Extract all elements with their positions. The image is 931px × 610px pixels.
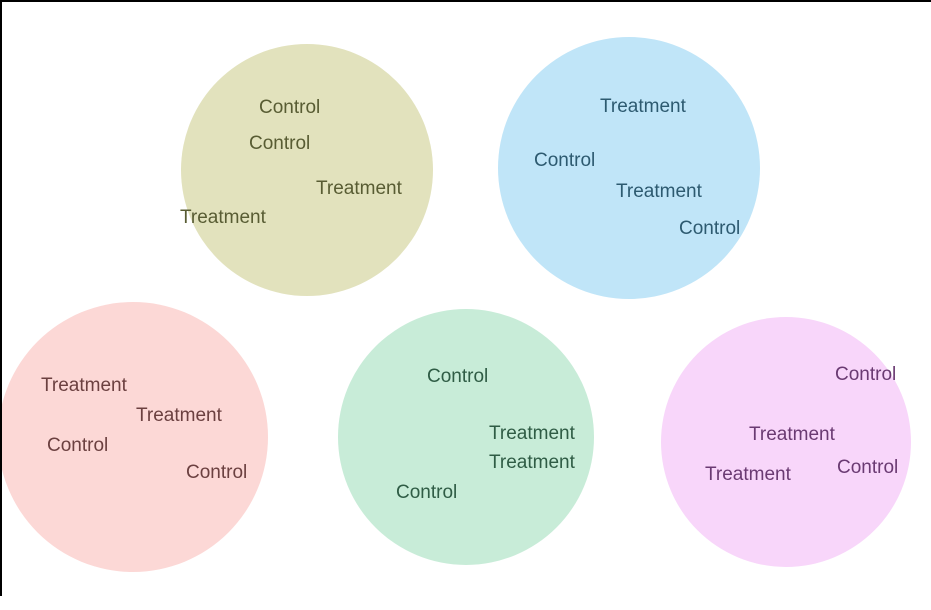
cluster-olive: [181, 44, 433, 296]
cluster-word-label: Control: [679, 218, 741, 239]
cluster-word-label: Control: [259, 97, 321, 118]
cluster-pink: [0, 302, 268, 572]
cluster-word-label: Treatment: [41, 375, 127, 396]
cluster-purple: [661, 317, 911, 567]
cluster-green: [338, 309, 594, 565]
cluster-blue: [498, 37, 760, 299]
cluster-word-label: Control: [534, 150, 596, 171]
cluster-word-label: Control: [837, 457, 899, 478]
frame-top-border: [0, 0, 931, 2]
cluster-word-label: Control: [396, 482, 458, 503]
cluster-word-label: Treatment: [316, 178, 402, 199]
frame-left-border: [0, 0, 2, 596]
cluster-word-label: Treatment: [600, 96, 686, 117]
cluster-word-label: Control: [47, 435, 109, 456]
cluster-word-label: Control: [427, 366, 489, 387]
cluster-word-label: Treatment: [705, 464, 791, 485]
cluster-word-label: Treatment: [180, 207, 266, 228]
cluster-word-label: Treatment: [489, 423, 575, 444]
cluster-word-label: Treatment: [136, 405, 222, 426]
cluster-word-label: Control: [186, 462, 248, 483]
cluster-word-label: Treatment: [616, 181, 702, 202]
cluster-word-label: Treatment: [749, 424, 835, 445]
cluster-word-label: Treatment: [489, 452, 575, 473]
cluster-word-label: Control: [835, 364, 897, 385]
cluster-word-label: Control: [249, 133, 311, 154]
